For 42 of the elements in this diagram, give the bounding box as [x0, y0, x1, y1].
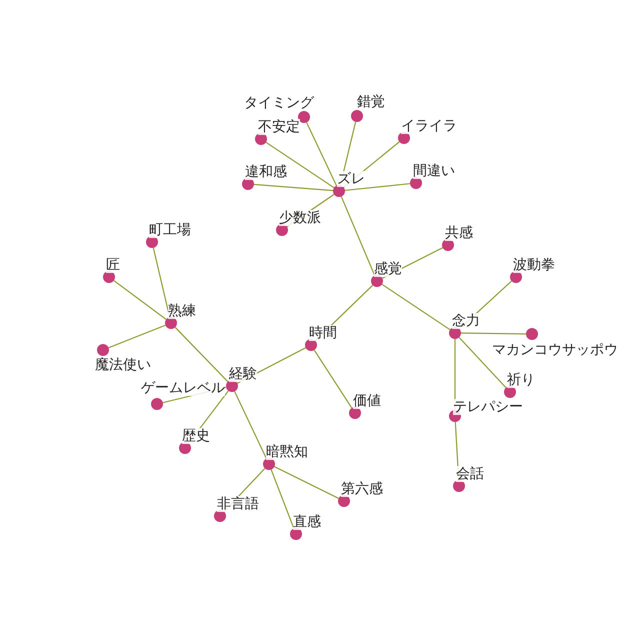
node-label: 魔法使い	[95, 357, 151, 373]
node-label: 熟練	[168, 303, 196, 319]
node-label: 直感	[293, 514, 321, 530]
node-label: 錯覚	[357, 94, 385, 110]
connector-line	[274, 466, 339, 499]
node-label: ゲームレベル	[141, 380, 225, 396]
connector-line	[344, 183, 410, 191]
node-label: 歴史	[182, 428, 210, 444]
connector-line	[266, 142, 334, 188]
node-label: 波動拳	[513, 257, 555, 273]
node-label: 会話	[456, 466, 484, 482]
node-label: 暗黙知	[266, 444, 308, 460]
node-label: 間違い	[413, 163, 455, 179]
connector-line	[254, 184, 334, 192]
node-label: 第六感	[341, 481, 383, 497]
node-label: マカンコウサッポウ	[492, 342, 618, 358]
node-label: 違和感	[245, 164, 287, 180]
connector-line	[340, 196, 376, 276]
node-label: 不安定	[258, 119, 300, 135]
node-label: 共感	[445, 225, 473, 241]
node-label: イライラ	[401, 118, 457, 134]
connector-line	[114, 280, 166, 320]
node-label: 感覚	[374, 261, 402, 277]
node-label: 価値	[353, 393, 381, 409]
node-label: 少数派	[279, 210, 321, 226]
node-label: 経験	[229, 366, 257, 382]
connector-line	[458, 337, 506, 388]
node-label: 時間	[309, 325, 337, 341]
node-label: テレパシー	[453, 399, 523, 415]
node-label: 念力	[452, 313, 480, 329]
connector-line	[461, 332, 526, 334]
node-label: 町工場	[149, 222, 191, 238]
node-label: タイミング	[244, 95, 314, 111]
node-label: 非言語	[217, 496, 259, 512]
connector-line	[382, 284, 450, 330]
connector-line	[306, 122, 337, 186]
node-label: 匠	[106, 257, 120, 273]
connector-line	[270, 469, 294, 529]
connector-line	[108, 324, 166, 348]
node-label: ズレ	[337, 171, 365, 187]
connector-line	[234, 391, 267, 459]
connector-line	[174, 326, 228, 382]
